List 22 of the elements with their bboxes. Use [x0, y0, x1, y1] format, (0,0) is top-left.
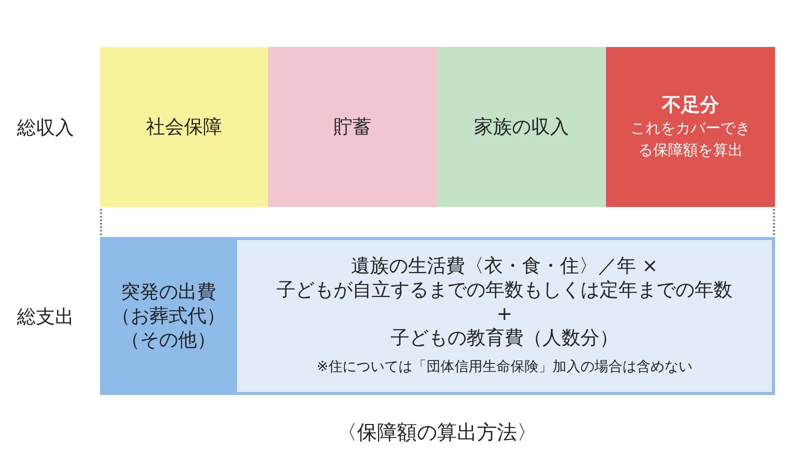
bar-segment — [437, 47, 606, 207]
row-label: 総収入 — [17, 116, 74, 140]
formula-panel — [234, 237, 775, 395]
note-text: ※住については「団体信用生命保険」加入の場合は含めない — [316, 358, 692, 377]
bar-segment — [100, 47, 268, 207]
row-label: 総支出 — [17, 305, 74, 329]
formula-line: 子どもが自立するまでの年数もしくは定年までの年数 — [276, 278, 732, 302]
bar-segment — [268, 47, 437, 207]
expense-label: （お葬式代） — [112, 304, 226, 328]
formula-line: 子どもの教育費（人数分） — [390, 326, 618, 350]
segment-label: 社会保障 — [146, 115, 222, 139]
caption: 〈保障額の算出方法〉 — [337, 420, 537, 444]
formula-line: 遺族の生活費〈衣・食・住〉／年 × — [351, 254, 658, 278]
expense-label: （その他） — [121, 328, 216, 352]
expense-panel — [100, 237, 237, 395]
segment-heading: 不足分 — [662, 93, 719, 117]
segment-label: 貯蓄 — [334, 115, 372, 139]
expense-label: 突発の出費 — [121, 280, 216, 304]
segment-note: これをカバーできる保障額を算出 — [630, 118, 750, 161]
bar-segment — [606, 47, 775, 207]
plus-sign: + — [496, 302, 512, 326]
segment-label: 家族の収入 — [474, 115, 569, 139]
